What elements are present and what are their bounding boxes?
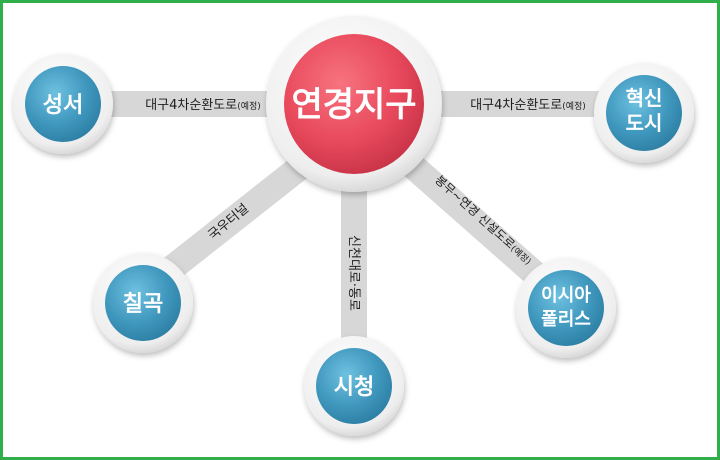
road-network-diagram: 대구4차순환도로(예정) 대구4차순환도로(예정) 국우터널 신천대로·동로 봉…: [13, 16, 694, 436]
node-center: [266, 16, 442, 192]
node-label-chilgok: 칠곡: [123, 292, 163, 317]
node-sicheong: [304, 336, 404, 436]
road-label-east: 대구4차순환도로(예정): [470, 98, 586, 113]
node-chilgok: [93, 253, 193, 353]
node-isiapolis: [516, 258, 616, 358]
node-seongseo: [13, 54, 113, 154]
node-label-seongseo: 성서: [43, 93, 83, 118]
node-label-hyeoksin: 혁신: [626, 86, 663, 110]
node-label-sicheong: 시청: [334, 375, 374, 400]
node-hyeoksin: [594, 63, 694, 163]
road-label-south: 신천대로·동로: [346, 235, 361, 311]
node-label-isiapolis-line2: 폴리스: [541, 309, 591, 330]
road-label-southeast: 봉무~연경 신설도로(예정): [432, 173, 535, 268]
center-label: 연경지구: [291, 85, 416, 125]
node-label-isiapolis: 이시아: [541, 285, 591, 306]
node-label-hyeoksin-line2: 도시: [626, 111, 663, 135]
road-label-west: 대구4차순환도로(예정): [145, 98, 261, 113]
